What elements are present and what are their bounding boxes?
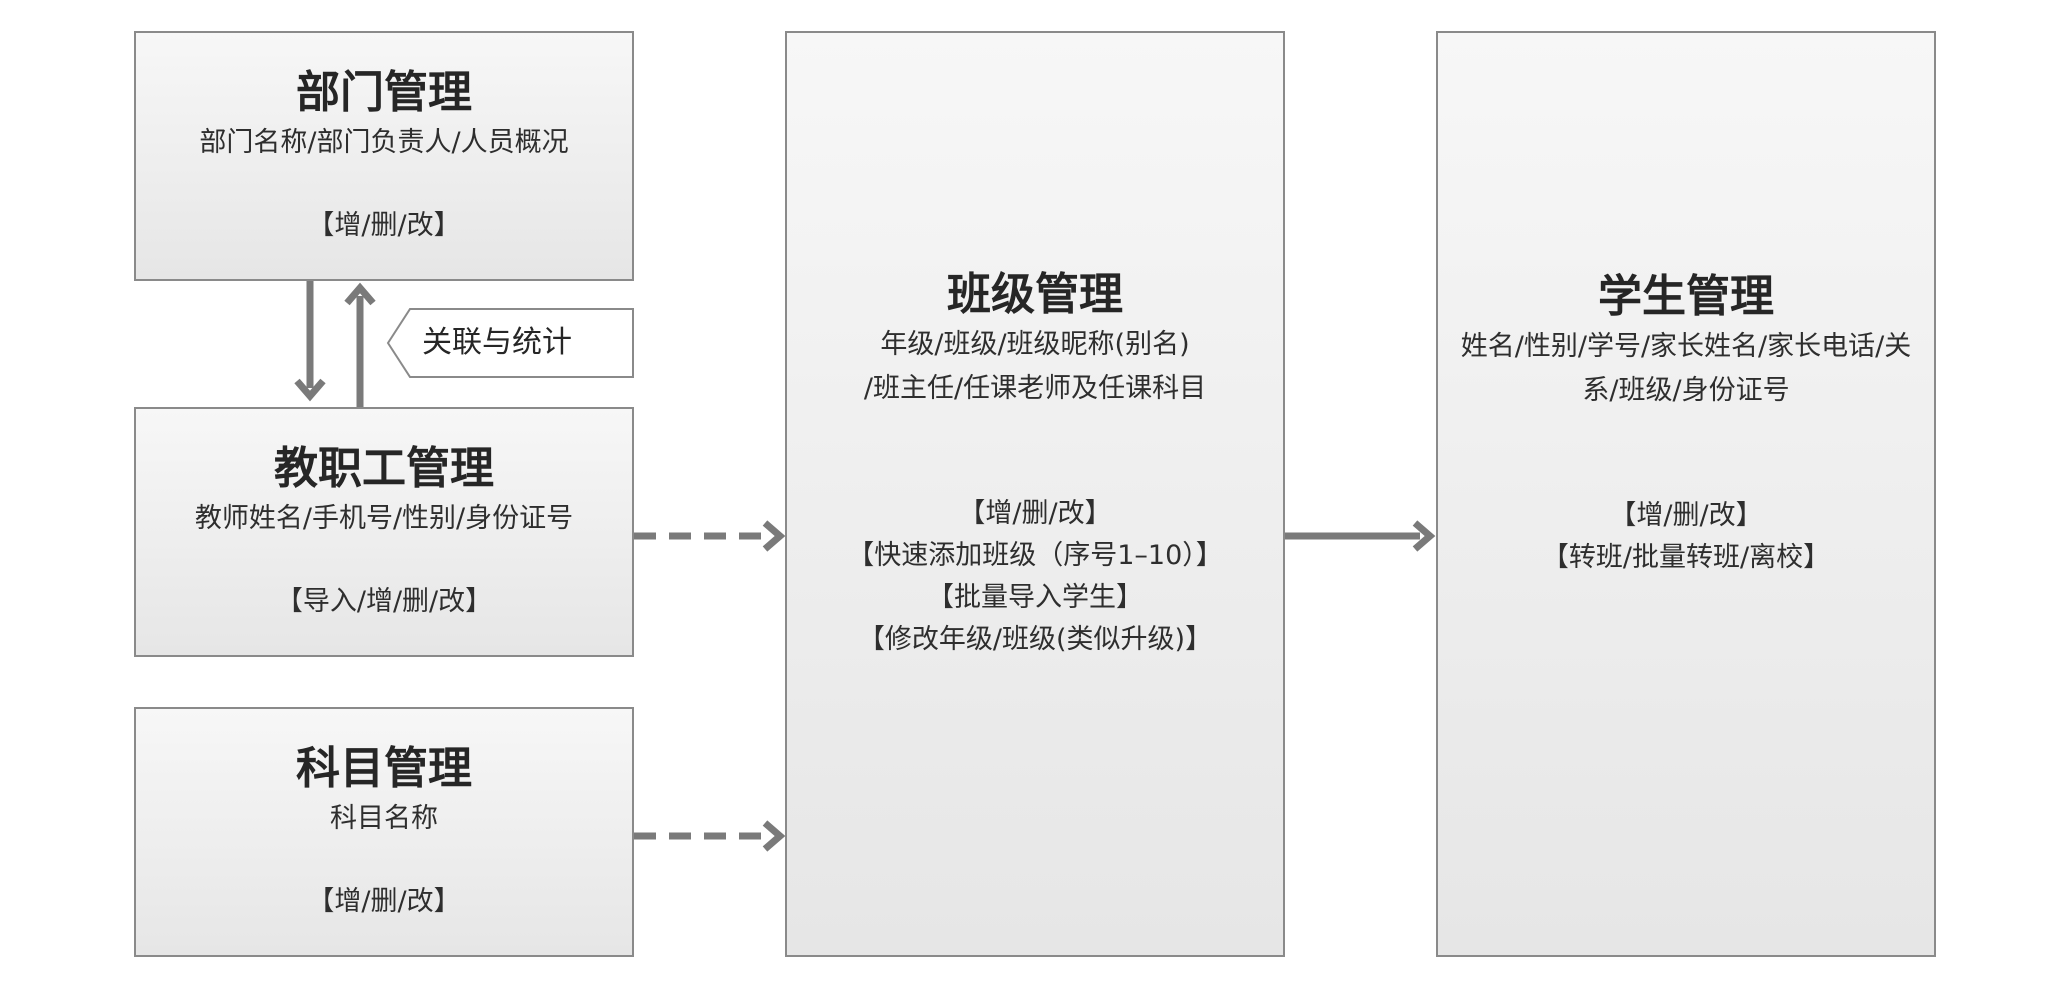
node-operation: 【增/删/改】: [1609, 500, 1763, 531]
department-management-node: 部门管理 部门名称/部门负责人/人员概况 【增/删/改】: [134, 31, 634, 281]
class-management-node: 班级管理 年级/班级/班级昵称(别名) /班主任/任课老师及任课科目 【增/删/…: [785, 31, 1285, 957]
arrow-staff-to-dept: [344, 282, 376, 407]
arrow-subject-to-class: [634, 820, 786, 852]
node-operations: 【增/删/改】: [307, 210, 461, 241]
arrow-staff-to-class: [634, 520, 786, 552]
node-operation: 【快速添加班级（序号1–10）】: [847, 540, 1223, 571]
node-operations: 【增/删/改】: [307, 886, 461, 917]
arrow-class-to-student: [1285, 520, 1436, 552]
node-description: 姓名/性别/学号/家长姓名/家长电话/关系/班级/身份证号: [1460, 331, 1912, 406]
node-operation: 【批量导入学生】: [927, 582, 1143, 613]
node-operation: 【增/删/改】: [958, 498, 1112, 529]
association-label-shape: [386, 308, 634, 378]
node-title: 科目管理: [296, 743, 472, 794]
staff-management-node: 教职工管理 教师姓名/手机号/性别/身份证号 【导入/增/删/改】: [134, 407, 634, 657]
node-title: 部门管理: [296, 67, 472, 118]
node-title: 班级管理: [947, 269, 1123, 320]
node-operations: 【导入/增/删/改】: [275, 586, 493, 617]
node-description-line: 年级/班级/班级昵称(别名): [880, 329, 1190, 360]
association-label: 关联与统计: [422, 325, 572, 360]
node-description: 科目名称: [330, 803, 438, 834]
student-management-node: 学生管理 姓名/性别/学号/家长姓名/家长电话/关系/班级/身份证号 【增/删/…: [1436, 31, 1936, 957]
node-title: 教职工管理: [274, 443, 494, 494]
node-description-line: /班主任/任课老师及任课科目: [863, 373, 1207, 404]
node-title: 学生管理: [1598, 271, 1774, 322]
subject-management-node: 科目管理 科目名称 【增/删/改】: [134, 707, 634, 957]
node-operation: 【转班/批量转班/离校】: [1541, 542, 1831, 573]
node-description: 部门名称/部门负责人/人员概况: [199, 127, 569, 158]
node-operation: 【修改年级/班级(类似升级)】: [857, 624, 1213, 655]
arrow-dept-to-staff: [294, 281, 326, 402]
node-description: 教师姓名/手机号/性别/身份证号: [194, 503, 574, 534]
